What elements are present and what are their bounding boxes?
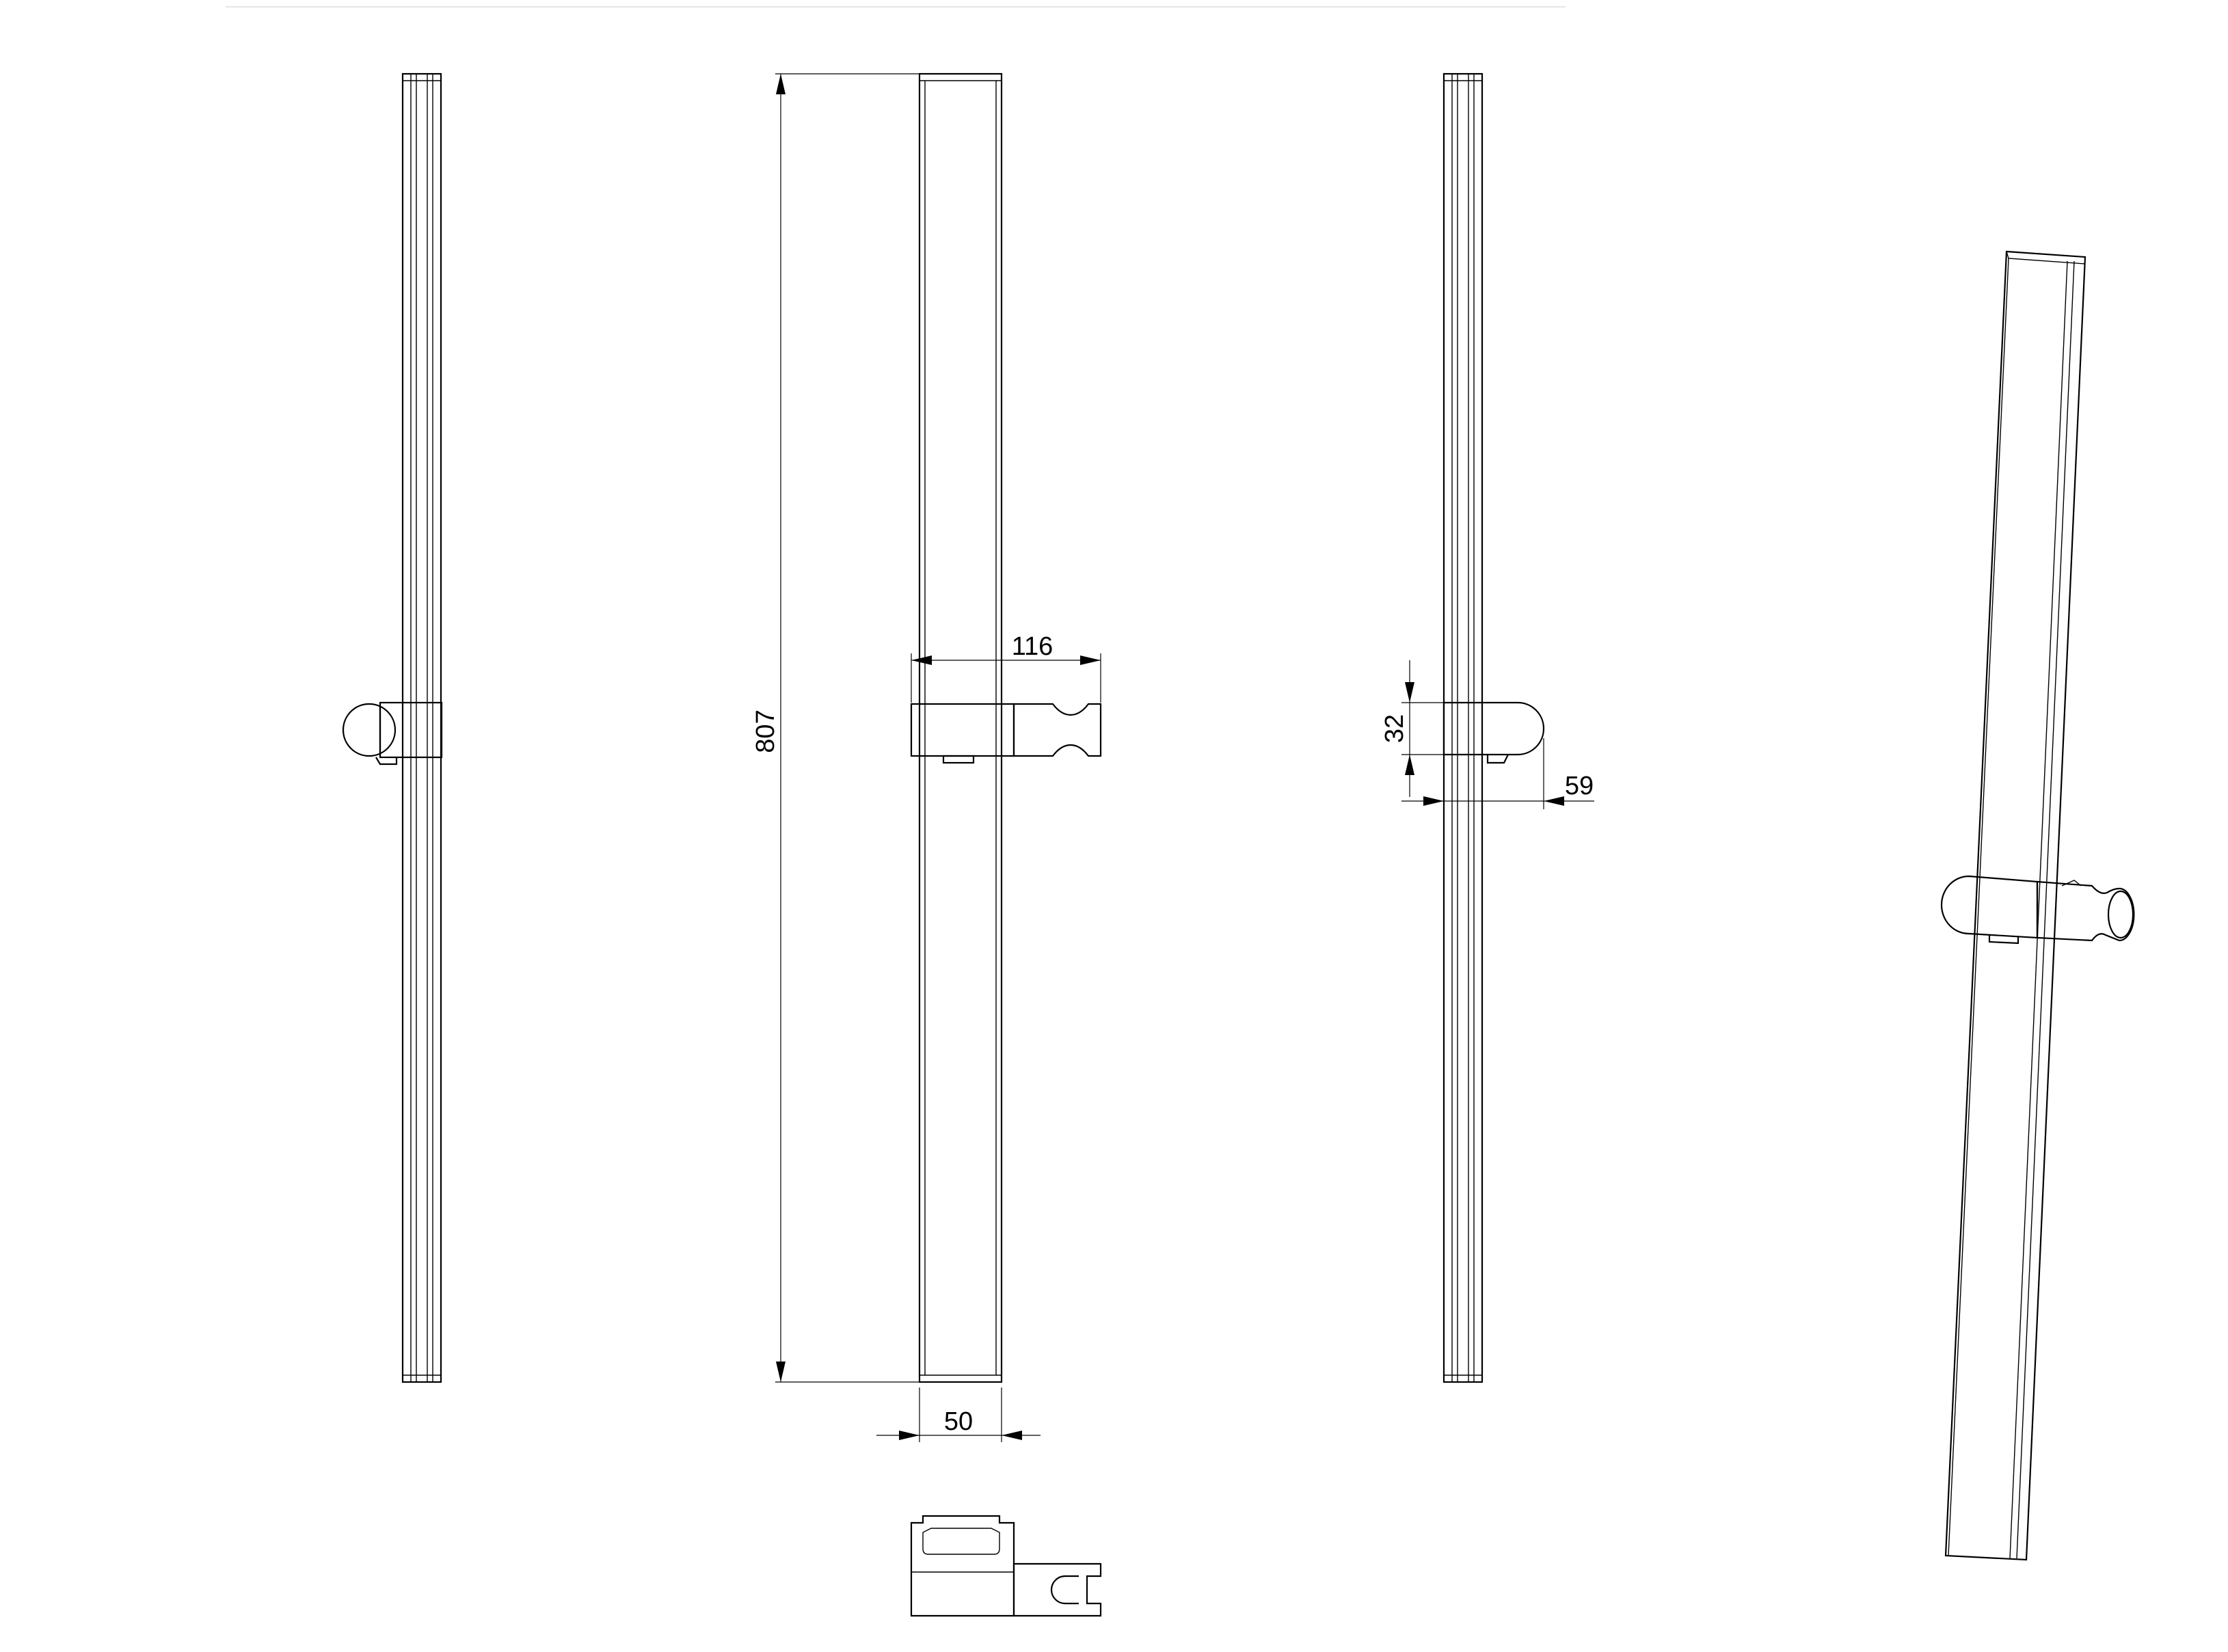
isometric-view <box>1940 250 2135 1561</box>
dimension-holder-projection-front: 116 <box>911 632 1101 703</box>
plan-view <box>910 1515 1102 1617</box>
dim-label-holder-projection-side: 59 <box>1565 772 1594 800</box>
holder-front <box>910 703 1102 764</box>
holder-isometric <box>1940 875 2135 945</box>
dimension-holder-projection-side: 59 <box>1401 738 1594 809</box>
dimension-holder-height: 32 <box>1380 660 1444 797</box>
dimension-overall-length: 807 <box>751 73 920 1383</box>
front-view <box>910 72 1102 1383</box>
dimension-bar-width: 50 <box>876 1387 1041 1442</box>
holder-side-right <box>1442 701 1545 764</box>
dim-label-bar-width: 50 <box>944 1407 973 1436</box>
holder-side-left <box>342 701 443 766</box>
left-side-view <box>342 72 443 1383</box>
right-side-view <box>1442 72 1545 1383</box>
dim-label-holder-height: 32 <box>1380 714 1409 743</box>
dim-label-holder-projection-front: 116 <box>1012 632 1053 661</box>
dim-label-overall-length: 807 <box>751 709 780 753</box>
